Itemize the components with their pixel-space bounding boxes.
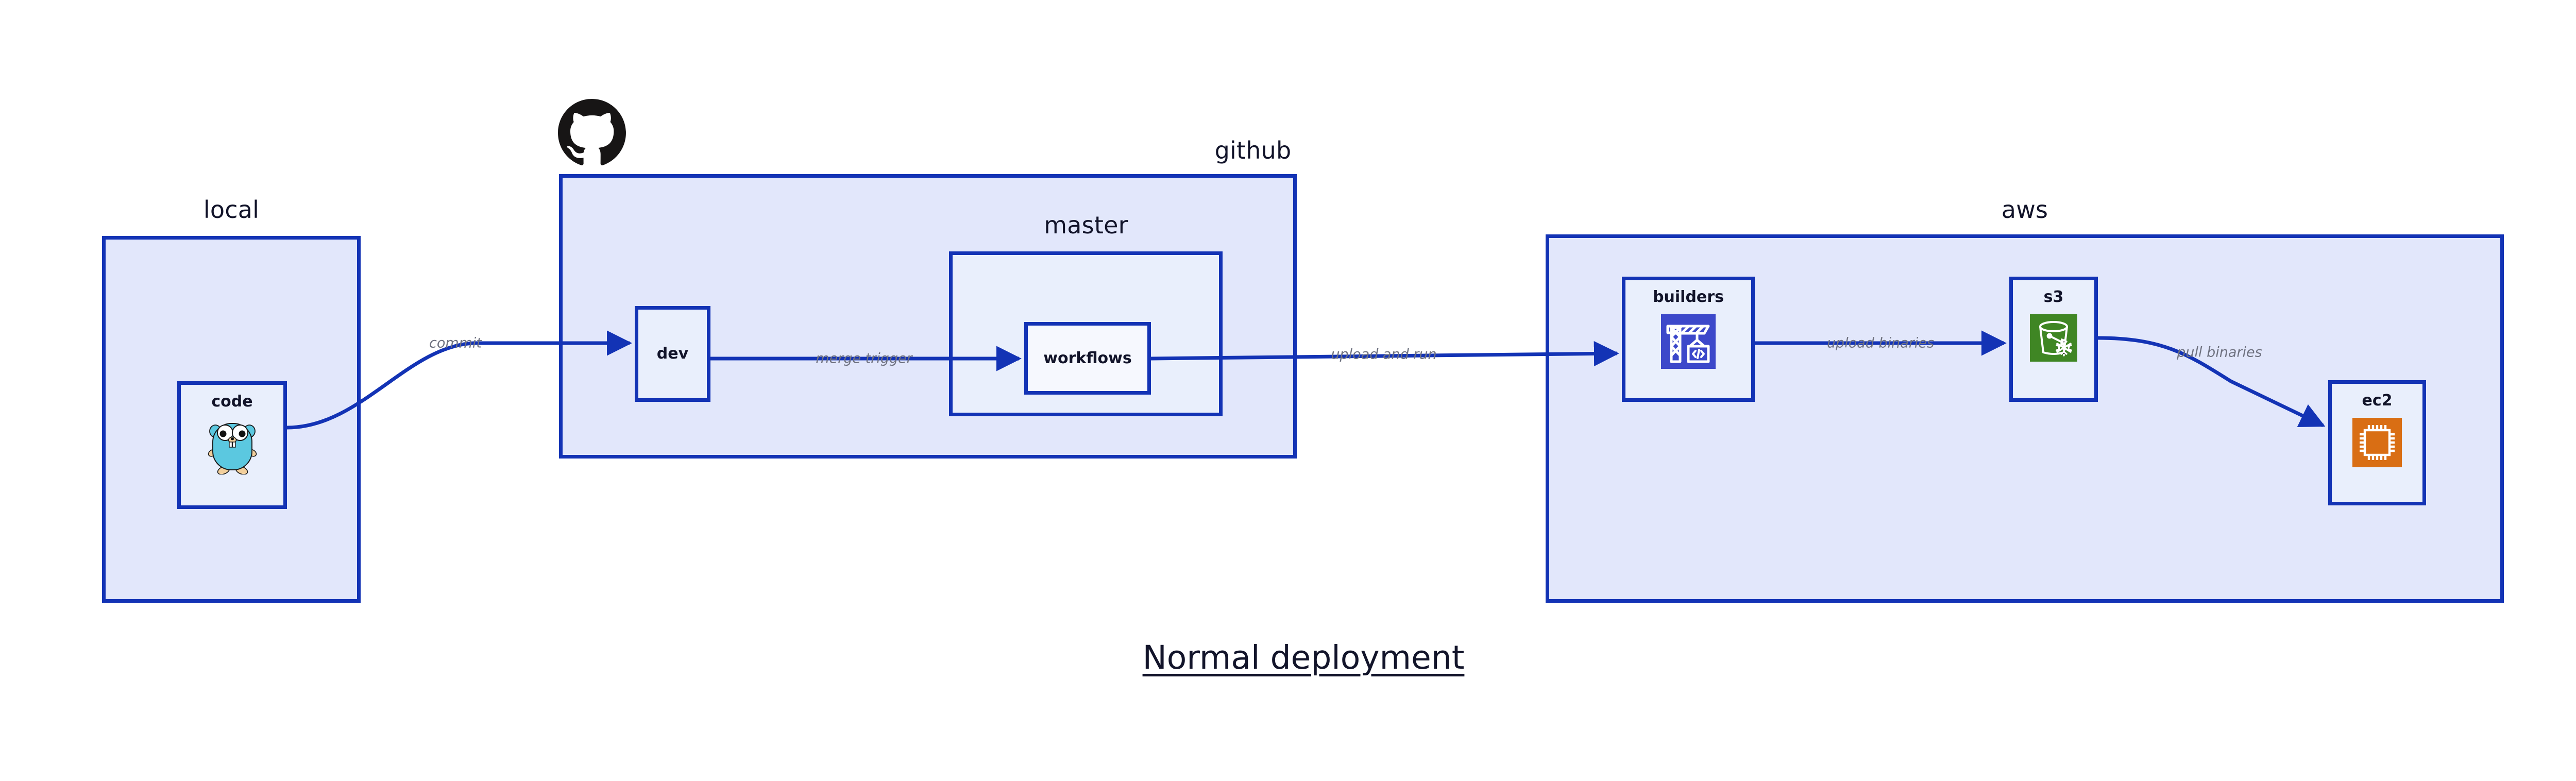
node-dev-label: dev [656, 345, 689, 363]
node-dev[interactable]: dev [635, 306, 710, 402]
aws-ec2-chip-icon [2352, 418, 2402, 469]
node-code-label: code [211, 393, 253, 411]
cluster-local-label: local [203, 196, 260, 224]
aws-codebuild-icon [1661, 314, 1716, 371]
node-workflows[interactable]: workflows [1024, 322, 1151, 395]
cluster-github-label: github [1214, 137, 1292, 164]
node-workflows-label: workflows [1043, 349, 1132, 367]
edge-label-upload-binaries: upload binaries [1826, 335, 1935, 351]
node-code[interactable]: code [177, 381, 287, 509]
cluster-aws-label: aws [2001, 196, 2048, 224]
node-ec2-label: ec2 [2362, 392, 2393, 410]
diagram-title: Normal deployment [1142, 639, 1465, 676]
node-ec2[interactable]: ec2 [2328, 380, 2426, 505]
node-s3-label: s3 [2043, 288, 2064, 306]
go-gopher-icon [207, 417, 258, 477]
node-builders[interactable]: builders [1622, 277, 1755, 402]
edge-label-commit: commit [429, 335, 482, 351]
edge-label-pull-binaries: pull binaries [2177, 344, 2262, 361]
node-builders-label: builders [1653, 288, 1724, 306]
aws-s3-glacier-icon [2030, 314, 2077, 364]
cluster-master-label: master [1044, 211, 1128, 239]
edge-label-upload-and-run: upload and run [1331, 346, 1437, 363]
node-s3[interactable]: s3 [2009, 277, 2098, 402]
edge-label-merge-trigger: merge trigger [816, 350, 912, 367]
